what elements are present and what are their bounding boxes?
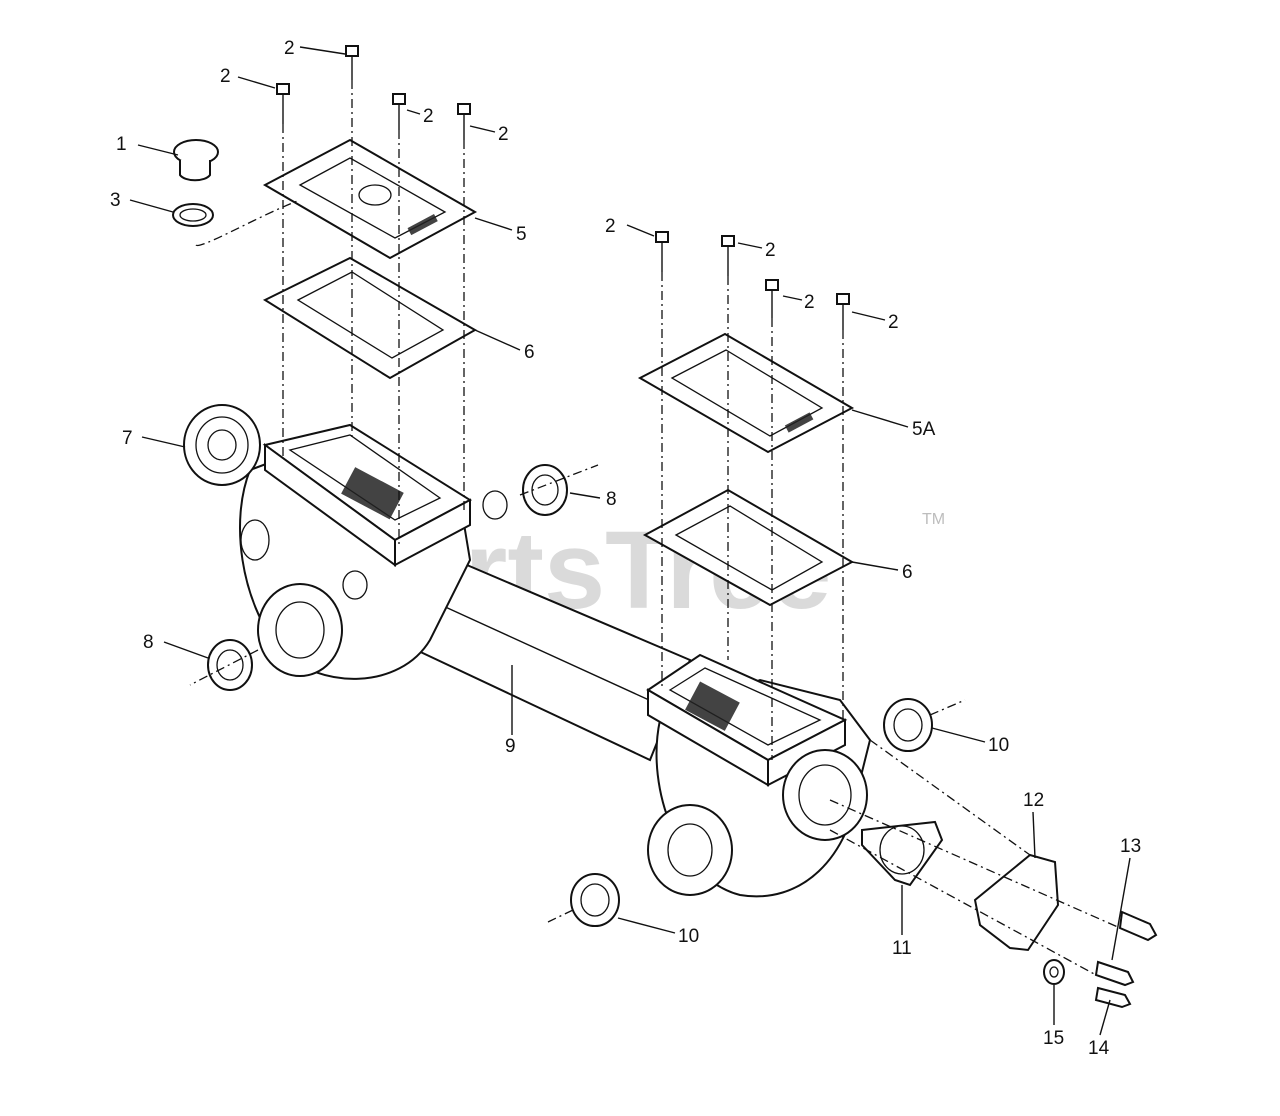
gasket-11[interactable]: [861, 820, 944, 887]
o-ring-3[interactable]: [172, 203, 214, 227]
callout-5: 5: [516, 224, 527, 245]
callout-2-c: 2: [423, 106, 434, 127]
callout-2-g: 2: [804, 292, 815, 313]
callout-6-right: 6: [902, 562, 913, 583]
callout-10-lower: 10: [678, 926, 699, 947]
cover-plate-5a[interactable]: [637, 332, 855, 454]
cap-screws-left[interactable]: [276, 45, 471, 140]
bearing-7[interactable]: [183, 404, 261, 486]
bearing-10-lower[interactable]: [570, 873, 620, 927]
bearing-10-upper[interactable]: [883, 698, 933, 752]
screw-13[interactable]: [1118, 910, 1158, 942]
callout-12: 12: [1023, 790, 1044, 811]
assembly-centerlines: [189, 80, 1121, 976]
oil-seal-8-right[interactable]: [522, 464, 568, 516]
leader-lines: [129, 46, 1131, 1036]
callout-2-a: 2: [284, 38, 295, 59]
callout-9: 9: [505, 736, 516, 757]
callout-2-d: 2: [498, 124, 509, 145]
callout-labels: 1 3 2 2 2 2 5 6 7 8 8 9 2 2 2 2 5A 6 10 …: [110, 38, 1141, 1059]
cover-plate-5[interactable]: [262, 138, 478, 260]
cap-screws-right[interactable]: [655, 231, 850, 330]
screw-14a[interactable]: [1094, 960, 1135, 987]
lock-washer-15[interactable]: [1043, 959, 1065, 985]
gasket-6-left[interactable]: [262, 256, 478, 380]
callout-3: 3: [110, 190, 121, 211]
callout-2-e: 2: [605, 216, 616, 237]
end-cover-12[interactable]: [973, 853, 1060, 952]
callout-10-upper: 10: [988, 735, 1009, 756]
callout-14: 14: [1088, 1038, 1110, 1059]
transmission-housing[interactable]: [239, 423, 872, 898]
callout-7: 7: [122, 428, 133, 449]
callout-6-left: 6: [524, 342, 535, 363]
screw-14b[interactable]: [1094, 986, 1132, 1009]
callout-15: 15: [1043, 1028, 1064, 1049]
callout-1: 1: [116, 134, 127, 155]
watermark-tm: TM: [922, 511, 945, 528]
callout-2-f: 2: [765, 240, 776, 261]
breather-plug-1[interactable]: [173, 139, 219, 182]
oil-seal-8-left[interactable]: [207, 639, 253, 691]
callout-11: 11: [892, 938, 912, 959]
callout-8-left: 8: [143, 632, 154, 653]
callout-2-h: 2: [888, 312, 899, 333]
callout-2-b: 2: [220, 66, 231, 87]
callout-5a: 5A: [912, 419, 936, 440]
callout-13: 13: [1120, 836, 1141, 857]
callout-8-right: 8: [606, 489, 617, 510]
